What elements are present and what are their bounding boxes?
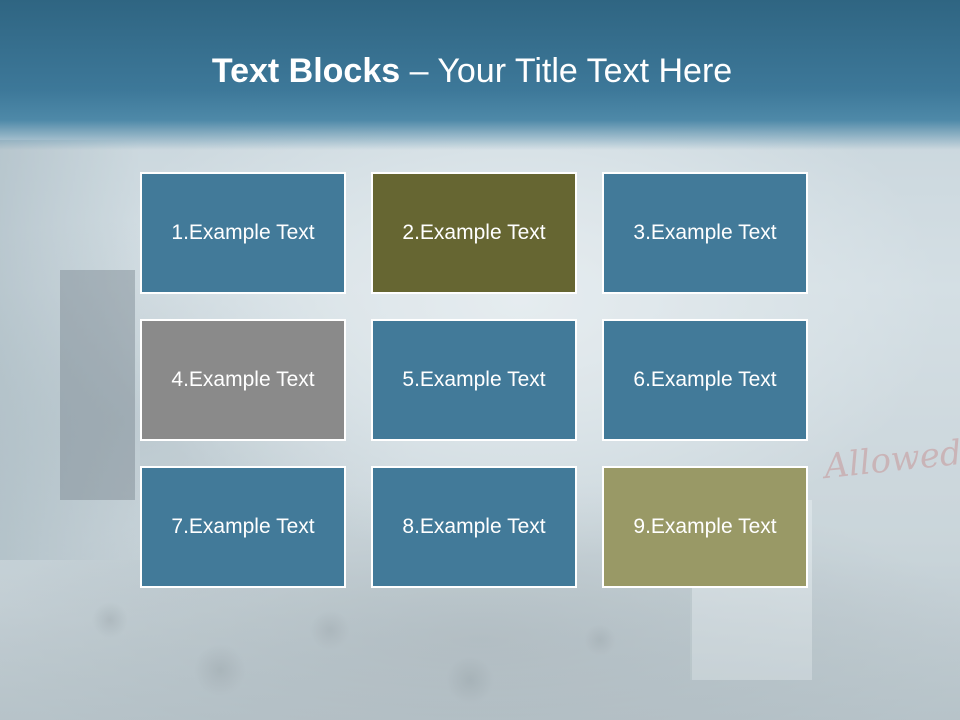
text-block-6[interactable]: 6.Example Text [602,319,808,441]
text-block-9[interactable]: 9.Example Text [602,466,808,588]
slide-title[interactable]: Text Blocks – Your Title Text Here [0,52,944,91]
text-block-7[interactable]: 7.Example Text [140,466,346,588]
title-bold: Text Blocks [211,52,401,90]
title-band [0,0,960,150]
text-block-4[interactable]: 4.Example Text [140,319,346,441]
title-dash: – [400,52,438,90]
text-block-3[interactable]: 3.Example Text [602,172,808,294]
left-wall [0,140,140,560]
text-block-8[interactable]: 8.Example Text [371,466,577,588]
title-rest: Your Title Text Here [437,52,733,90]
text-block-1[interactable]: 1.Example Text [140,172,346,294]
text-block-2[interactable]: 2.Example Text [371,172,577,294]
text-block-5[interactable]: 5.Example Text [371,319,577,441]
doorway [60,270,135,500]
